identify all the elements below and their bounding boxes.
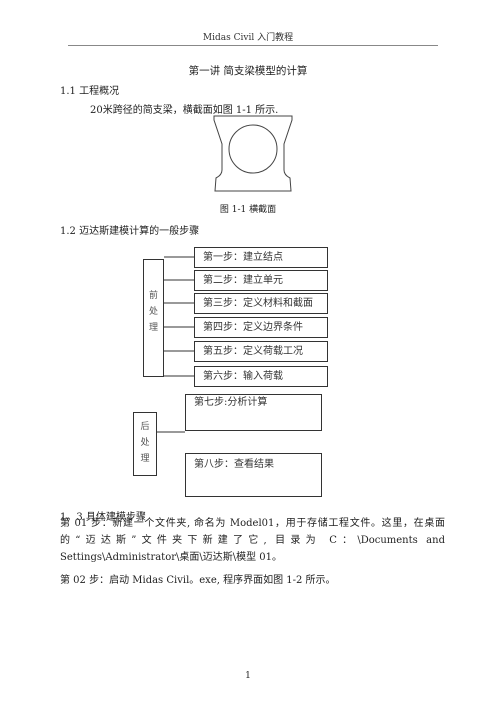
figure-1-1-caption: 图 1-1 横截面 <box>219 205 277 215</box>
step-6-box: 第六步：输入荷载 <box>194 366 328 387</box>
pre-label-char-3: 理 <box>148 323 158 333</box>
page-number: 1 <box>245 671 251 681</box>
post-connectors <box>157 431 185 433</box>
pre-connectors <box>164 256 194 377</box>
post-label-char-1: 后 <box>140 422 150 432</box>
step-5-box: 第五步：定义荷载工况 <box>194 341 328 362</box>
step-1-box: 第一步：建立结点 <box>194 247 328 268</box>
header-rule <box>68 45 438 46</box>
step-8-box: 第八步：查看结果 <box>185 453 322 497</box>
post-processing-label-box: 后 处 理 <box>133 412 157 476</box>
section-1-1-text: 20米跨径的简支梁，横截面如图 1-1 所示. <box>90 105 279 116</box>
step-4-box: 第四步：定义边界条件 <box>194 317 328 338</box>
section-1-3-heading: 1。3 具体建模步骤 <box>60 512 146 523</box>
post-label-char-2: 处 <box>140 438 150 448</box>
pre-label-char-1: 前 <box>148 291 158 301</box>
step-02-paragraph: 第 02 步：启动 Midas Civil。exe, 程序界面如图 1-2 所示… <box>60 575 336 586</box>
step-2-box: 第二步：建立单元 <box>194 270 328 291</box>
section-1-2-heading: 1.2 迈达斯建模计算的一般步骤 <box>60 226 200 237</box>
lecture-title: 第一讲 简支梁模型的计算 <box>188 65 308 77</box>
step-3-box: 第三步：定义材料和截面 <box>194 293 328 314</box>
cross-section-figure <box>213 115 293 192</box>
pre-processing-label-box: 前 处 理 <box>143 259 164 377</box>
post-label-char-3: 理 <box>140 454 150 464</box>
step-7-box: 第七步:分析计算 <box>185 394 322 431</box>
section-1-1-heading: 1.1 工程概况 <box>60 86 120 97</box>
running-header: Midas Civil 入门教程 <box>202 33 294 43</box>
step-01-paragraph: 第 01 步：新建一个文件夹, 命名为 Model01，用于存储工程文件。这里，… <box>60 518 445 563</box>
pre-label-char-2: 处 <box>148 307 158 317</box>
